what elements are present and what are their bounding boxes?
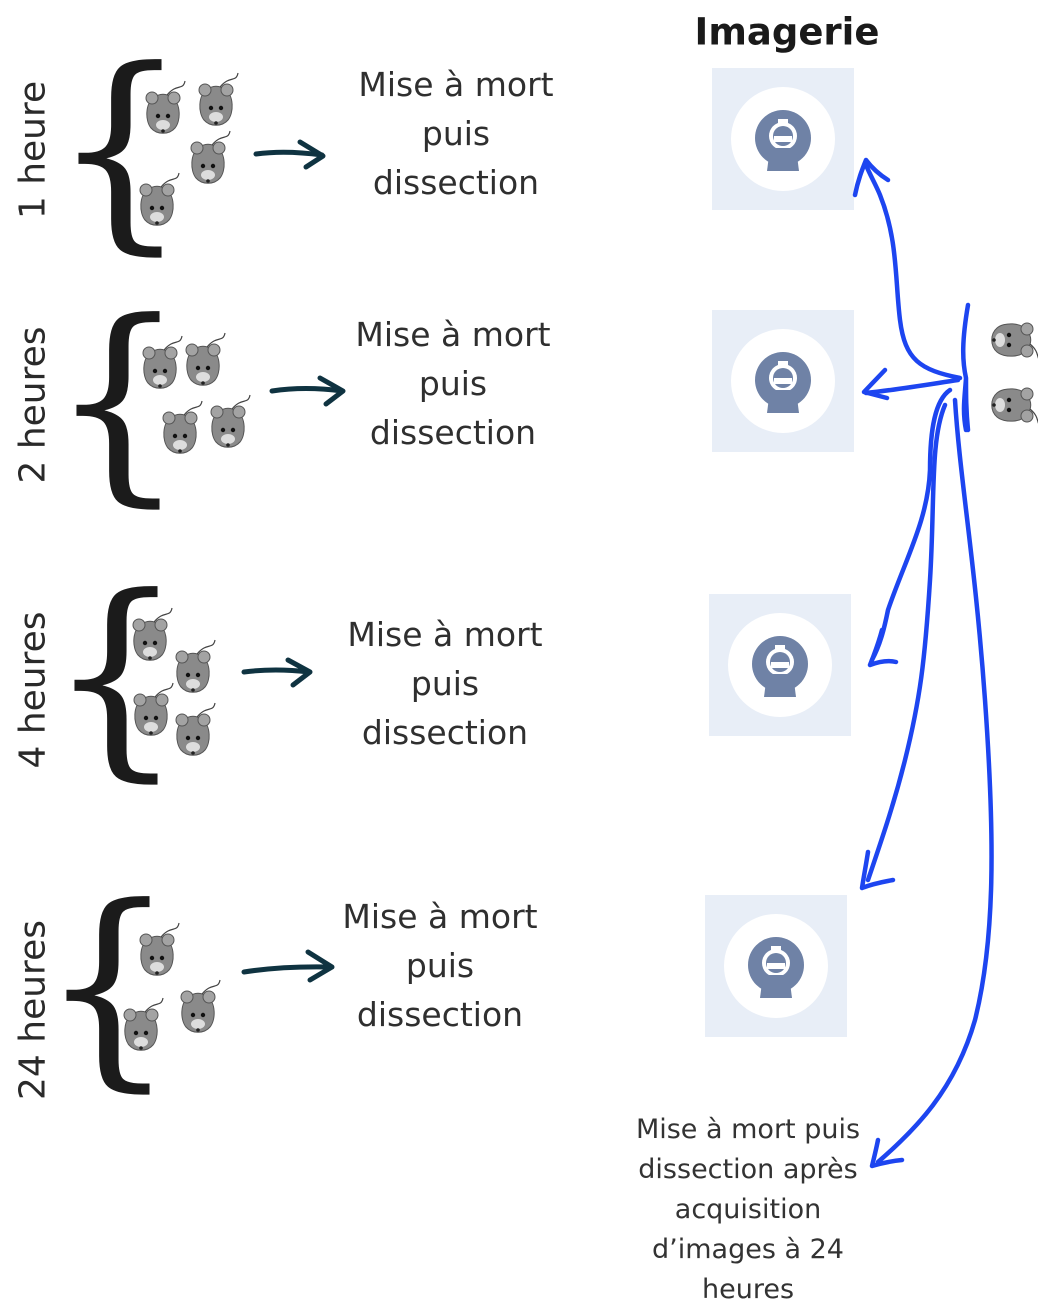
mouse-group-2h [142,332,251,454]
mouse-group-24h [123,922,221,1051]
mouse-icon [198,72,239,126]
arrow-4h [241,667,312,675]
blue-arrow-scanner-4 [865,402,948,883]
blue-brace [960,302,971,433]
mouse-icon [180,979,221,1033]
blue-arrow-final [875,397,994,1165]
mouse-icon [142,335,183,389]
imaging-title: Imagerie [694,10,880,54]
mouse-icon [190,130,231,184]
mouse-icon [139,172,180,226]
mri-scanner-icon [731,87,835,191]
mri-scanner-box-2 [712,310,854,452]
mouse-icon [991,387,1038,428]
mri-scanner-icon [731,329,835,433]
mouse-icon [991,322,1038,363]
blue-arrow-scanner-1 [863,162,963,381]
mri-scanner-box-4 [705,895,847,1037]
arrow-1h [253,149,325,158]
mouse-icon [145,80,186,134]
mouse-group-4h [132,607,216,756]
group-brace: { [49,274,187,526]
mouse-icon [175,639,216,693]
blue-arrows [852,157,994,1169]
final-step-text: Mise à mort puis dissection après acquis… [635,1114,861,1305]
mri-scanner-box-3 [709,594,851,736]
mouse-icon [175,702,216,756]
mouse-icon [123,997,164,1051]
mouse-icon [139,922,180,976]
arrow-24h [241,964,333,975]
mri-scanner-icon [724,914,828,1018]
mouse-group-imaging [991,322,1038,428]
dark-arrows [241,139,346,983]
mouse-group-1h [139,72,239,226]
blue-arrow-scanner-2 [863,377,961,396]
mouse-icon [132,607,173,661]
mri-scanner-box-1 [712,68,854,210]
mouse-icon [185,332,226,386]
mouse-icon [162,400,203,454]
mouse-icon [210,394,251,448]
arrow-2h [269,386,345,394]
mri-scanner-icon [728,613,832,717]
group-brace: { [47,549,185,801]
group-brace: { [39,859,177,1111]
mouse-icon [133,682,174,736]
